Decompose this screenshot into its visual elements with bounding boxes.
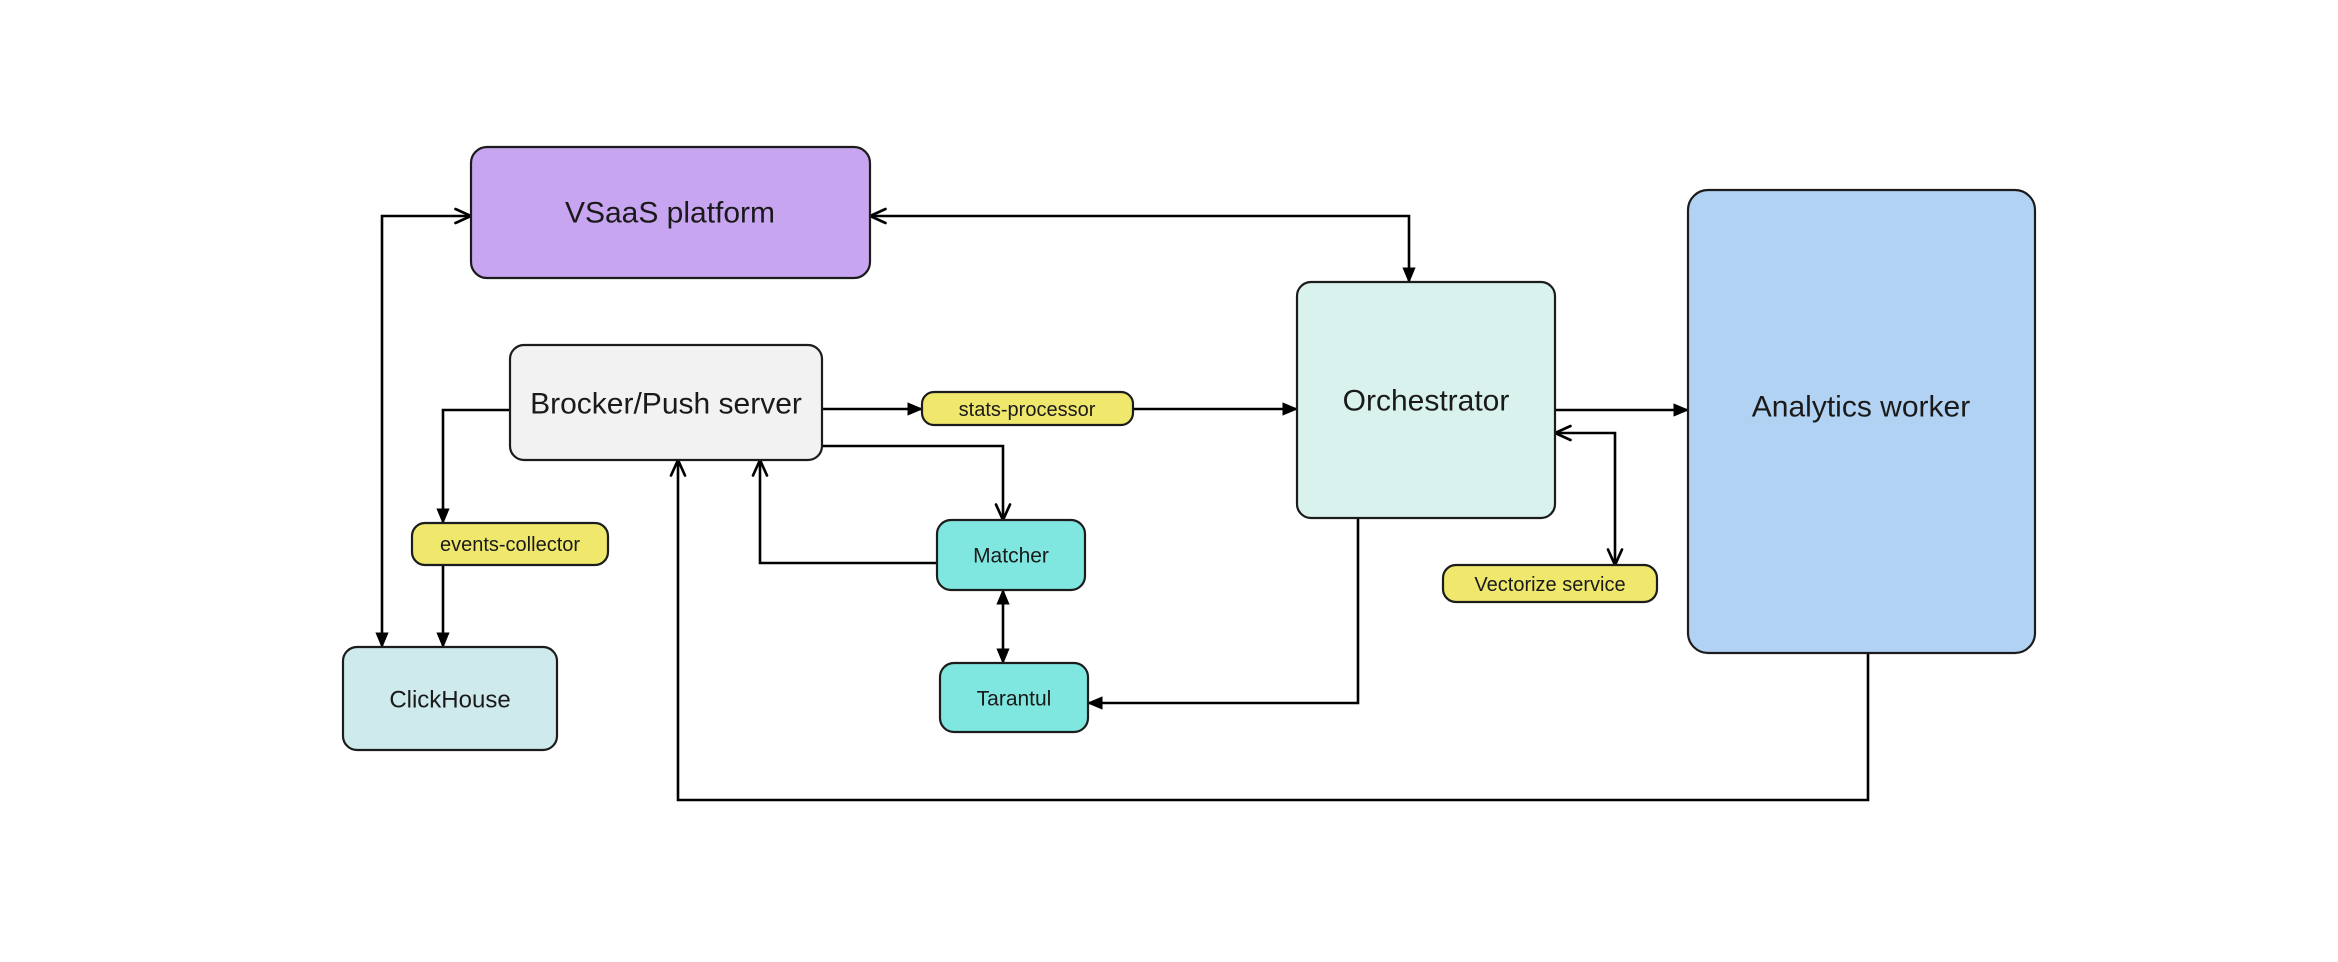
node-analytics-worker — [1686, 188, 2037, 655]
edge-vsaas-clickhouse — [382, 216, 471, 647]
clickhouse-label: ClickHouse — [389, 687, 510, 714]
node-stats-processor — [920, 390, 1135, 427]
edge-orchestrator-to-tarantul — [1086, 518, 1360, 710]
node-labels: VSaaS platform Brocker/Push server stats… — [389, 197, 1970, 714]
vectorize-service-label: Vectorize service — [1474, 574, 1625, 596]
brocker-push-server-label: Brocker/Push server — [530, 388, 802, 421]
edge-brocker-to-matcher — [822, 444, 1003, 520]
matcher-label: Matcher — [973, 545, 1049, 568]
node-clickhouse — [341, 645, 559, 752]
events-collector-label: events-collector — [440, 534, 580, 556]
node-matcher — [935, 518, 1087, 592]
node-vsaas-platform — [469, 145, 872, 280]
edge-analytics-to-brocker — [678, 460, 1870, 802]
analytics-worker-label: Analytics worker — [1752, 391, 1970, 424]
node-tarantul — [938, 661, 1090, 734]
node-events-collector — [410, 521, 610, 567]
edge-vsaas-orchestrator — [870, 216, 1409, 282]
tarantul-label: Tarantul — [977, 688, 1052, 711]
edge-orchestrator-vectorize — [1555, 433, 1615, 565]
nodes — [341, 145, 2037, 752]
edge-matcher-to-brocker — [760, 460, 937, 565]
edge-brocker-to-events-collector — [436, 408, 510, 525]
vsaas-platform-label: VSaaS platform — [565, 197, 775, 230]
orchestrator-label: Orchestrator — [1343, 385, 1510, 418]
node-brocker-push-server — [508, 343, 824, 462]
stats-processor-label: stats-processor — [959, 399, 1096, 421]
edges — [382, 216, 1870, 802]
node-orchestrator — [1295, 280, 1557, 520]
node-vectorize-service — [1441, 563, 1659, 604]
